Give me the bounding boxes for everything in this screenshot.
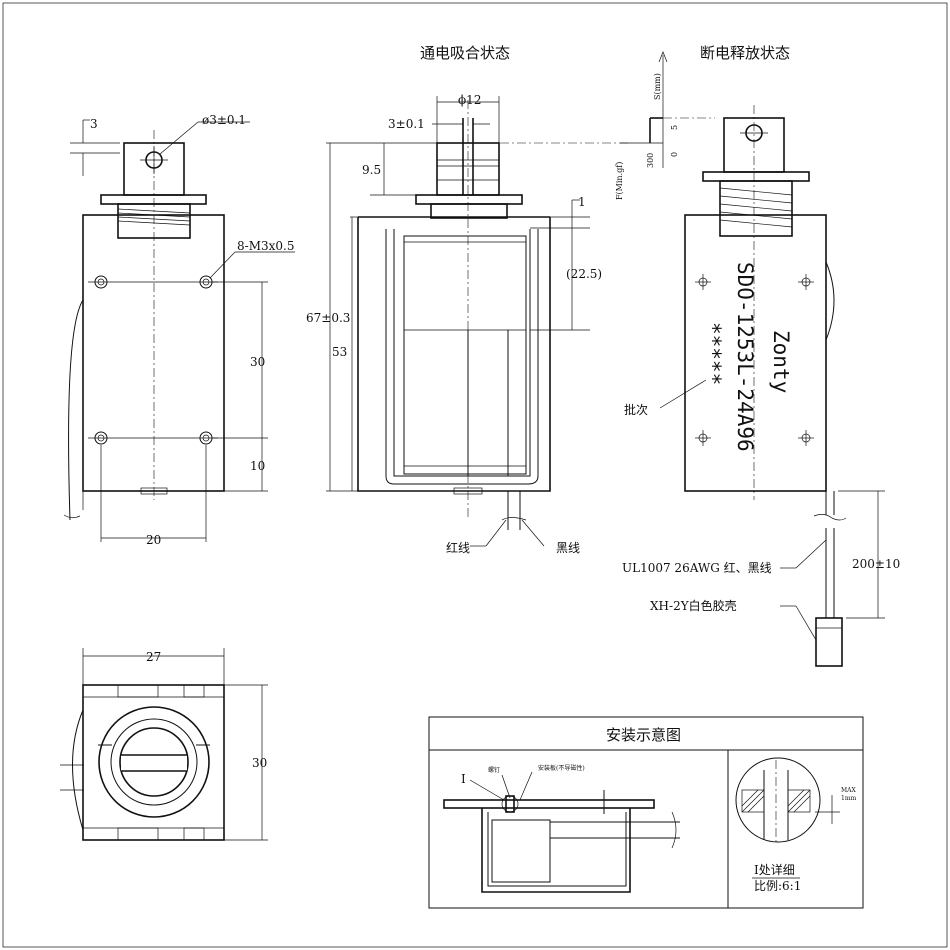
batch-label: 批次	[624, 402, 648, 417]
brand-marking: Zonty	[769, 330, 793, 393]
dim-gap-1: 1	[578, 195, 586, 209]
dim-screws: 8-M3x0.5	[237, 239, 294, 253]
dim-bottom-27: 27	[146, 650, 161, 664]
graph-f-value: 300	[646, 153, 655, 168]
max-value: 1mm	[841, 795, 857, 802]
connector-label: XH-2Y白色胶壳	[650, 598, 737, 613]
plate-label: 安装板(不导磁性)	[538, 764, 585, 772]
released-screw-holes	[695, 274, 814, 446]
dim-bottom-30: 30	[252, 756, 267, 770]
section-view: 红线 黑线 ϕ12 3±0.1 9.5 67±0.3 53 1 (22.5)	[306, 93, 602, 555]
max-note: MAX	[841, 787, 856, 794]
graph-zero: 0	[670, 152, 679, 157]
dim-slot: 3±0.1	[388, 117, 425, 131]
bobbin-outline	[385, 229, 539, 485]
install-frame	[428, 716, 864, 909]
dim-3: 3	[90, 117, 98, 131]
dim-9-5: 9.5	[362, 163, 381, 177]
install-title: 安装示意图	[606, 726, 681, 744]
dim-20: 20	[146, 533, 161, 547]
graph-s-value: 5	[670, 125, 679, 130]
dim-total-len: 67±0.3	[306, 311, 350, 325]
black-wire-label: 黑线	[556, 541, 580, 555]
graph-f-axis: F(Min.gf)	[615, 162, 624, 200]
dim-10: 10	[250, 459, 265, 473]
batch-marking: *****	[701, 322, 725, 385]
side-screw-holes	[94, 275, 213, 445]
red-wire-label: 红线	[446, 540, 470, 555]
dim-body-len: 53	[332, 345, 347, 359]
side-lead-wire	[68, 299, 84, 521]
dim-plunger-dia: ϕ12	[458, 93, 481, 107]
side-flange	[100, 194, 207, 205]
screw-label: 螺钉	[488, 766, 500, 774]
side-view: 30 10 20 8-M3x0.5 ø3±0.1 3	[63, 113, 295, 547]
released-title: 断电释放状态	[700, 44, 790, 62]
dim-lead-len: 200±10	[852, 557, 900, 571]
model-marking: SDO-1253L-24A96	[733, 262, 757, 452]
scale-label: 比例:6:1	[754, 879, 801, 893]
wire-spec: UL1007 26AWG 红、黑线	[622, 560, 772, 575]
released-view: SDO-1253L-24A96 Zonty ***** 批次 UL1007 26…	[622, 105, 900, 667]
dim-30: 30	[250, 355, 265, 369]
force-stroke-graph: S(mm) F(Min.gf) 5 0 300	[500, 51, 715, 200]
released-body	[684, 214, 827, 492]
dim-hole-dia: ø3±0.1	[202, 113, 246, 127]
graph-s-axis: S(mm)	[653, 73, 662, 100]
side-body	[82, 214, 225, 492]
bottom-view: 27 30	[60, 648, 268, 841]
install-diagram: 安装示意图 I 螺钉 安装板(不导磁性) MAX 1mm I处详细 比例:	[428, 716, 864, 909]
attracted-title: 通电吸合状态	[420, 44, 510, 62]
detail-label: I处详细	[754, 862, 795, 877]
connector	[815, 617, 843, 667]
dim-stroke-ref: (22.5)	[566, 267, 602, 281]
frame-outline	[357, 217, 551, 492]
coil	[403, 235, 527, 475]
install-marker: I	[461, 772, 466, 786]
